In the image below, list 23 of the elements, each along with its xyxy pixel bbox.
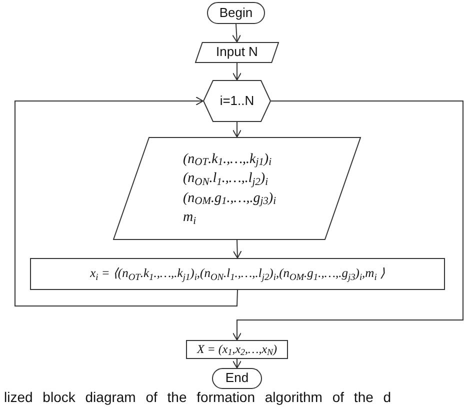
- input-parallelogram: [195, 42, 279, 63]
- arrow: [232, 240, 242, 258]
- node-label: i=1..N: [220, 92, 254, 110]
- formula-text: (n$_{ON}$.l$_{1}$.,…,.l$_{j2}$)$_{i}$: [183, 170, 268, 188]
- caption: lized block diagram of the formation algorithm of the d: [4, 389, 392, 406]
- arrow: [232, 100, 464, 340]
- formula-text: X = (x$_{1}$,x$_{2}$,…,x$_{N}$): [196, 342, 278, 357]
- formula-text: m$_{i}$: [183, 209, 196, 226]
- arrow: [232, 122, 242, 138]
- arrow: [232, 24, 242, 42]
- data-parallelogram: [113, 137, 361, 240]
- arrow: [14, 96, 238, 306]
- node-label: End: [225, 370, 249, 387]
- loop-hexagon: [203, 80, 271, 122]
- formula-text: (n$_{OM}$.g$_{1}$.,…,.g$_{j3}$)$_{i}$: [183, 190, 276, 207]
- node-label: Begin: [219, 4, 253, 22]
- process-box: [186, 340, 288, 359]
- arrow: [232, 358, 242, 368]
- process-box: [30, 258, 445, 290]
- arrow: [232, 62, 242, 80]
- formula-text: (n$_{OT}$.k$_{1}$.,…,.k$_{j1}$)$_{i}$: [183, 150, 272, 168]
- node-label: Input N: [216, 44, 258, 61]
- formula-text: x$_{i}$ = ⟨(n$_{OT}$.k$_{1}$.,…,.k$_{j1}$)$_{i}$,(n$_{ON}$.l$_{1}$.,…,.l$_{j2}$)$_{i}$,(n$_{OM}$.g$_{1}$.,…,.g$_{j3}$)$_{i}$,m$_{i}$ ⟩: [90, 266, 385, 282]
